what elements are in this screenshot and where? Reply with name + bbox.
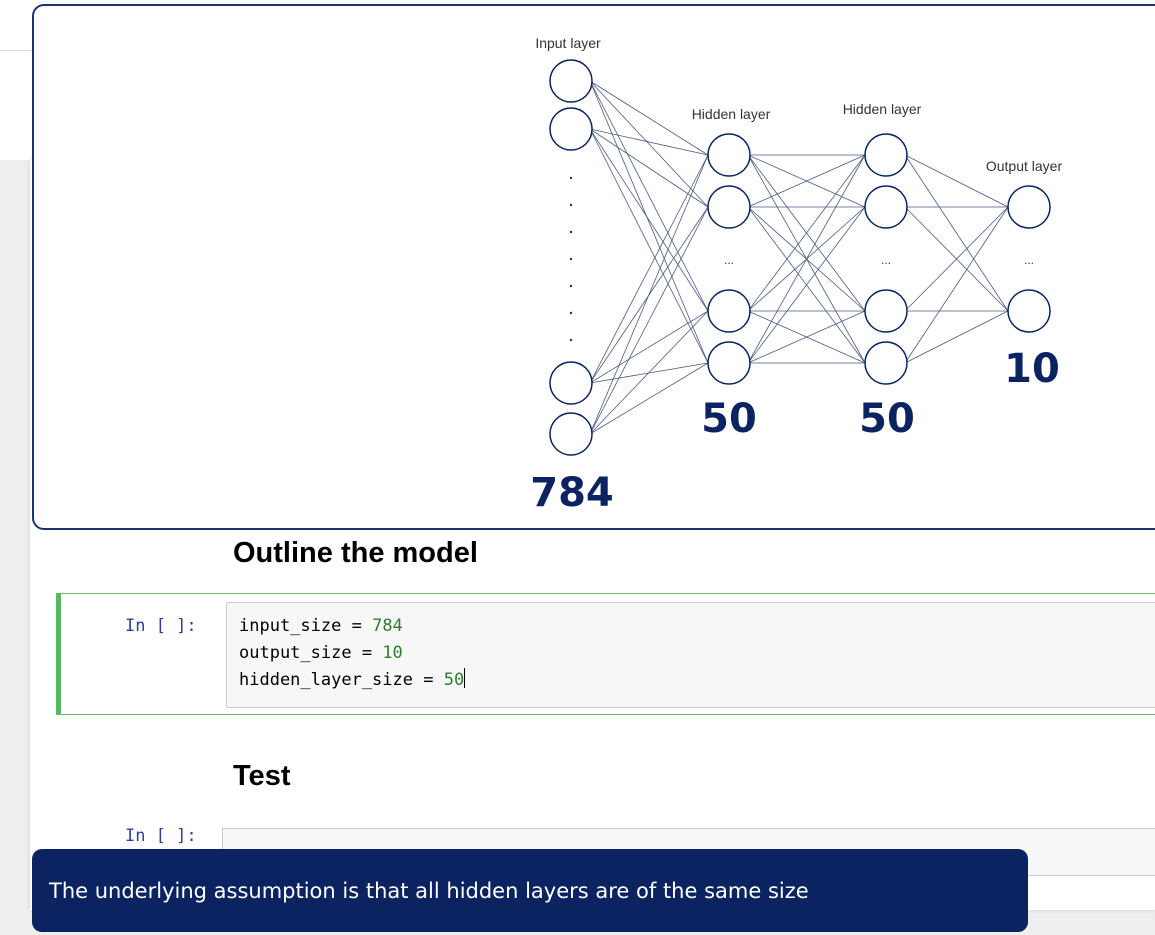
hidden-2-neuron: [864, 341, 908, 385]
code-line: input_size = 784: [239, 616, 403, 636]
subtitle-caption: The underlying assumption is that all hi…: [32, 849, 1028, 932]
input-neuron: [549, 412, 593, 456]
hidden-1-size-label: 50: [701, 396, 757, 442]
cell-2-prompt: In [ ]:: [125, 826, 197, 846]
output-neuron: [1007, 185, 1051, 229]
input-size-label: 784: [530, 470, 614, 516]
hidden-2-neuron: [864, 133, 908, 177]
variable-name: hidden_layer_size: [239, 670, 413, 690]
input-ellipsis-dot: [569, 176, 573, 180]
connection-edge: [747, 206, 866, 364]
hidden-layer-1-label: Hidden layer: [692, 106, 771, 122]
connection-edge: [589, 310, 709, 435]
input-ellipsis-dot: [569, 230, 573, 234]
operator: =: [413, 670, 444, 690]
connection-edge: [589, 128, 709, 208]
code-line: hidden_layer_size = 50: [239, 668, 466, 690]
caption-text: The underlying assumption is that all hi…: [49, 878, 809, 903]
connection-edge: [589, 310, 709, 384]
connection-edge: [589, 154, 709, 384]
output-size-label: 10: [1004, 346, 1060, 392]
input-layer-label: Input layer: [535, 35, 601, 51]
output-layer-label: Output layer: [986, 158, 1063, 174]
neural-network-diagram: Input layer Hidden layer Hidden layer Ou…: [530, 35, 1063, 516]
connection-edge: [589, 206, 709, 435]
text-cursor: [464, 668, 466, 688]
connection-edge: [589, 80, 709, 208]
heading-test: Test: [233, 760, 291, 792]
connection-edge: [904, 310, 1009, 364]
input-neuron: [549, 361, 593, 405]
code-cell-selected[interactable]: In [ ]: input_size = 784 output_size = 1…: [56, 593, 1155, 715]
number-literal: 50: [443, 670, 465, 690]
variable-name: output_size: [239, 643, 352, 663]
input-ellipsis-dot: [569, 338, 573, 342]
number-literal: 10: [382, 643, 403, 663]
diagram-frame: [32, 4, 1155, 530]
hidden-2-neuron: [864, 185, 908, 229]
connection-edge: [589, 80, 709, 156]
connection-edge: [904, 206, 1009, 364]
connection-edge: [589, 80, 709, 364]
connection-edge: [589, 128, 709, 156]
connection-edge: [904, 154, 1009, 208]
hidden-1-neuron: [707, 133, 751, 177]
input-neuron: [549, 107, 593, 151]
cell-prompt: In [ ]:: [125, 616, 197, 636]
hidden-1-neuron: [707, 185, 751, 229]
output-neuron: [1007, 289, 1051, 333]
connection-edge: [904, 154, 1009, 312]
code-line: output_size = 10: [239, 643, 403, 663]
number-literal: 784: [372, 616, 403, 636]
code-editor[interactable]: input_size = 784 output_size = 10 hidden…: [226, 602, 1155, 708]
input-ellipsis-dot: [569, 257, 573, 261]
input-ellipsis-dot: [569, 203, 573, 207]
connection-edge: [589, 80, 709, 312]
connection-edge: [589, 128, 709, 364]
hidden-2-ellipsis: ...: [881, 253, 891, 267]
heading-outline-the-model: Outline the model: [233, 537, 478, 569]
hidden-1-neuron: [707, 341, 751, 385]
connection-edge: [747, 154, 866, 312]
connection-edge: [589, 362, 709, 435]
input-neuron: [549, 59, 593, 103]
hidden-1-ellipsis: ...: [724, 253, 734, 267]
hidden-1-neuron: [707, 289, 751, 333]
output-ellipsis: ...: [1024, 253, 1034, 267]
hidden-2-neuron: [864, 289, 908, 333]
connection-edge: [589, 154, 709, 435]
operator: =: [351, 643, 383, 663]
header-divider: [0, 50, 40, 51]
connection-edge: [904, 206, 1009, 312]
variable-name: input_size: [239, 616, 342, 636]
hidden-2-size-label: 50: [859, 396, 915, 442]
connection-edge: [589, 128, 709, 312]
connection-edge: [747, 154, 866, 208]
hidden-layer-2-label: Hidden layer: [843, 101, 922, 117]
operator: =: [341, 616, 373, 636]
input-ellipsis-dot: [569, 311, 573, 315]
input-ellipsis-dot: [569, 284, 573, 288]
connection-edge: [747, 310, 866, 364]
connection-edge: [747, 154, 866, 364]
code-content[interactable]: input_size = 784 output_size = 10 hidden…: [239, 613, 466, 694]
